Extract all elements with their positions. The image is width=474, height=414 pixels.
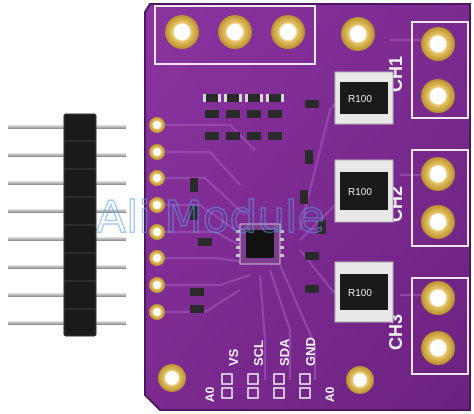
pin-label-sda: SDA: [277, 338, 292, 366]
pin-label-vs: VS: [226, 348, 241, 366]
resistor-3: R100: [334, 261, 394, 323]
pin-header: [8, 113, 126, 337]
resistor-1: R100: [334, 71, 394, 125]
pin-label-gnd: GND: [303, 337, 318, 366]
pin-label-a0-right: A0: [323, 386, 337, 402]
bottom-pin-labels: A0 VS SCL SDA GND A0: [203, 337, 337, 402]
watermark-text: Ali Module: [96, 192, 325, 243]
pin-label-scl: SCL: [251, 340, 266, 366]
resistor-label-1: R100: [348, 94, 372, 105]
smd-components: [190, 94, 326, 313]
top-terminal-pads: [154, 5, 375, 65]
resistor-label-2: R100: [348, 187, 372, 198]
channel-label-3: CH3: [386, 314, 406, 350]
header-pads: [149, 117, 165, 320]
pin-label-a0-left: A0: [203, 386, 217, 402]
shunt-resistors: R100 R100 R100: [334, 71, 394, 323]
resistor-label-3: R100: [348, 288, 372, 299]
channel-pads: [411, 21, 469, 375]
mounting-holes: [158, 364, 374, 394]
main-ic-chip: [236, 223, 284, 265]
resistor-2: R100: [334, 159, 394, 223]
smd-pads: [203, 94, 284, 102]
